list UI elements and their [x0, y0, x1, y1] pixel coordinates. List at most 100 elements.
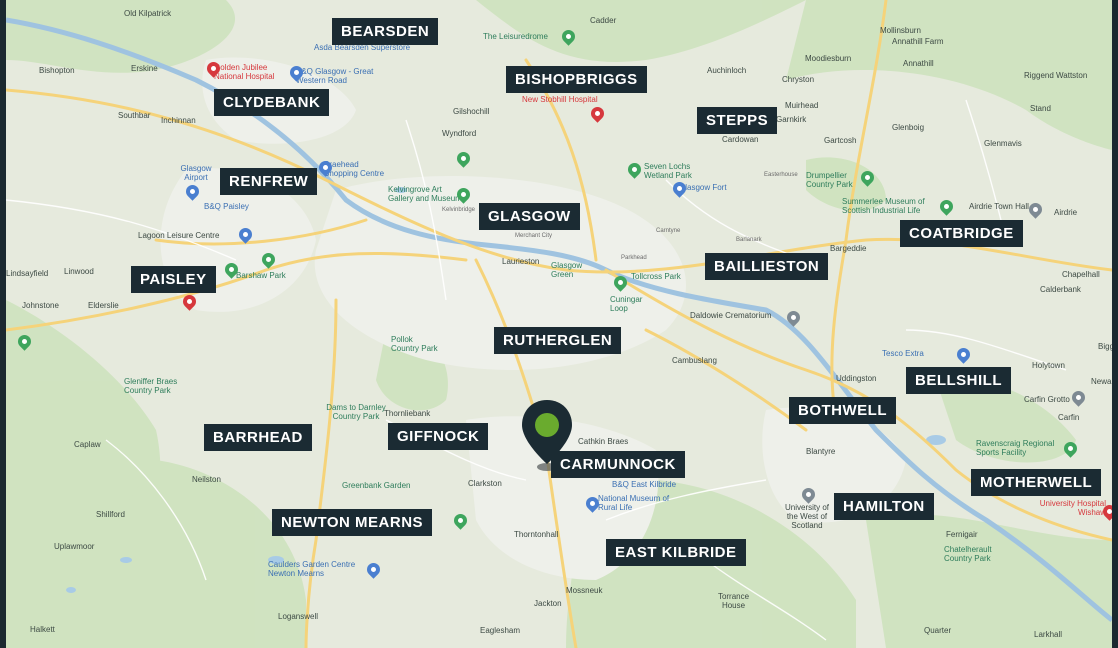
map-text-caulders: Caulders Garden Centre Newton Mearns: [268, 560, 356, 578]
map-text-muirhead: Muirhead: [785, 101, 819, 110]
map-text-seven-lochs: Seven Lochs Wetland Park: [644, 162, 692, 180]
map-text-airdrie: Airdrie: [1054, 208, 1078, 217]
map-text-inchinnan: Inchinnan: [161, 116, 196, 125]
map-text-uws: University of the West of Scotland: [784, 503, 829, 530]
place-label-bellshill: BELLSHILL: [906, 367, 1011, 394]
map-text-holytown: Holytown: [1032, 361, 1065, 370]
map-text-drumpellier: Drumpellier Country Park: [806, 171, 853, 189]
map-text-kelvingrove: Kelvingrove Art Gallery and Museum: [388, 185, 462, 203]
map-text-chryston: Chryston: [782, 75, 815, 84]
map-text-lindsayfield: Lindsayfield: [6, 269, 49, 278]
map-text-airdrie-town-hall: Airdrie Town Hall: [969, 202, 1029, 211]
map-text-moodiesburn: Moodiesburn: [805, 54, 852, 63]
map-text-cadder: Cadder: [590, 16, 617, 25]
map-text-leisuredrome: The Leisuredrome: [483, 32, 548, 41]
map-text-cambuslang: Cambuslang: [672, 356, 717, 365]
map-text-torrance: Torrance House: [717, 592, 750, 610]
place-label-motherwell: MOTHERWELL: [971, 469, 1102, 496]
map-text-daldowie: Daldowie Crematorium: [690, 311, 772, 320]
map-text-cardowan: Cardowan: [722, 135, 759, 144]
map-text-greenbank: Greenbank Garden: [342, 481, 411, 490]
place-label-rutherglen: RUTHERGLEN: [494, 327, 622, 354]
map-text-tollcross: Tollcross Park: [631, 272, 681, 281]
place-label-barrhead: BARRHEAD: [204, 424, 312, 451]
map-text-thorntonhall: Thorntonhall: [514, 530, 559, 539]
map-text-chatelherault: Chatelherault Country Park: [944, 545, 992, 563]
map-text-stand: Stand: [1030, 104, 1051, 113]
place-label-carmunnock: CARMUNNOCK: [551, 451, 685, 478]
map-text-gilshochill: Gilshochill: [453, 107, 490, 116]
map-text-gartcosh: Gartcosh: [824, 136, 857, 145]
place-label-bothwell: BOTHWELL: [789, 397, 896, 424]
place-label-baillieston: BAILLIESTON: [705, 253, 829, 280]
map-text-ravenscraig: Ravenscraig Regional Sports Facility: [976, 439, 1055, 457]
place-label-renfrew: RENFREW: [220, 168, 318, 195]
map-text-braehead: Braehead Shopping Centre: [324, 160, 385, 178]
place-label-hamilton: HAMILTON: [834, 493, 934, 520]
map-text-glenmavis: Glenmavis: [984, 139, 1022, 148]
place-label-glasgow: GLASGOW: [479, 203, 580, 230]
map-text-carfin-grotto: Carfin Grotto: [1024, 395, 1070, 404]
map-text-uplawmoor: Uplawmoor: [54, 542, 95, 551]
place-label-coatbridge: COATBRIDGE: [900, 220, 1023, 247]
map-text-uddingston: Uddingston: [836, 374, 877, 383]
map-text-elderslie: Elderslie: [88, 301, 119, 310]
map-text-eaglesham: Eaglesham: [480, 626, 521, 635]
map-text-annathill-farm: Annathill Farm: [892, 37, 944, 46]
map-text-garnkirk: Garnkirk: [776, 115, 807, 124]
map-text-caplaw: Caplaw: [74, 440, 101, 449]
map-text-dams-to-darnley: Dams to Darnley Country Park: [326, 403, 386, 421]
map-text-auchinloch: Auchinloch: [707, 66, 747, 75]
map-text-new-stobhill: New Stobhill Hospital: [522, 95, 598, 104]
map-text-kelvinbridge: Kelvinbridge: [442, 207, 476, 213]
map-text-southbar: Southbar: [118, 111, 151, 120]
map-text-laurieston: Laurieston: [502, 257, 540, 266]
map-text-bq-east-kilbride: B&Q East Kilbride: [612, 480, 677, 489]
map-text-jackton: Jackton: [534, 599, 562, 608]
map-base[interactable]: [6, 0, 1112, 648]
lochs: [66, 187, 946, 593]
map-text-wyndford: Wyndford: [442, 129, 477, 138]
map-text-mossneuk: Mossneuk: [566, 586, 603, 595]
green-areas: [6, 0, 1112, 648]
map-text-glenboig: Glenboig: [892, 123, 925, 132]
map-text-gleniffer: Gleniffer Braes Country Park: [124, 377, 178, 395]
place-label-clydebank: CLYDEBANK: [214, 89, 330, 116]
location-marker-icon[interactable]: [519, 398, 575, 474]
map-text-neilston: Neilston: [192, 475, 221, 484]
map-text-carntyne: Carntyne: [656, 228, 681, 234]
map-text-loganswell: Loganswell: [278, 612, 319, 621]
place-label-giffnock: GIFFNOCK: [388, 423, 489, 450]
map-text-bishopton: Bishopton: [39, 66, 75, 75]
map-text-summerlee: Summerlee Museum of Scottish Industrial …: [842, 197, 925, 215]
map-text-biggar: Biggar: [1098, 342, 1115, 351]
map-text-halkett: Halkett: [30, 625, 55, 634]
map-text-quarter: Quarter: [924, 626, 952, 635]
map-text-mollinsburn: Mollinsburn: [880, 26, 921, 35]
map-text-calderbank: Calderbank: [1040, 285, 1081, 294]
map-text-pollok: Pollok Country Park: [391, 335, 438, 353]
place-label-stepps: STEPPS: [697, 107, 778, 134]
place-label-bishopbriggs: BISHOPBRIGGS: [506, 66, 647, 93]
map-text-glasgow-green: Glasgow Green: [551, 261, 583, 279]
place-label-east-kilbride: EAST KILBRIDE: [606, 539, 746, 566]
map-text-glasgow-fort: Glasgow Fort: [679, 183, 727, 192]
map-text-old-kilpatrick: Old Kilpatrick: [124, 9, 172, 18]
map-text-national-museum: National Museum of Rural Life: [598, 494, 670, 512]
map-text-barshaw: Barshaw Park: [236, 271, 286, 280]
map-text-riggend: Riggend Wattston: [1024, 71, 1088, 80]
map-text-golden-jubilee: Golden Jubilee National Hospital: [214, 63, 275, 81]
map-text-cathkin-braes: Cathkin Braes: [578, 437, 629, 446]
map-text-clarkston: Clarkston: [468, 479, 502, 488]
map-text-thornliebank: Thornliebank: [384, 409, 431, 418]
map-text-larkhall: Larkhall: [1034, 630, 1063, 639]
map-text-tesco-extra: Tesco Extra: [882, 349, 924, 358]
map-text-easterhouse: Easterhouse: [764, 172, 798, 178]
map-text-cuningar: Cuningar Loop: [610, 295, 643, 313]
map-text-carfin: Carfin: [1058, 413, 1080, 422]
map-text-johnstone: Johnstone: [22, 301, 59, 310]
map-text-bq-paisley: B&Q Paisley: [204, 202, 249, 211]
map-text-shillford: Shillford: [96, 510, 125, 519]
map-text-parkhead: Parkhead: [621, 255, 647, 261]
